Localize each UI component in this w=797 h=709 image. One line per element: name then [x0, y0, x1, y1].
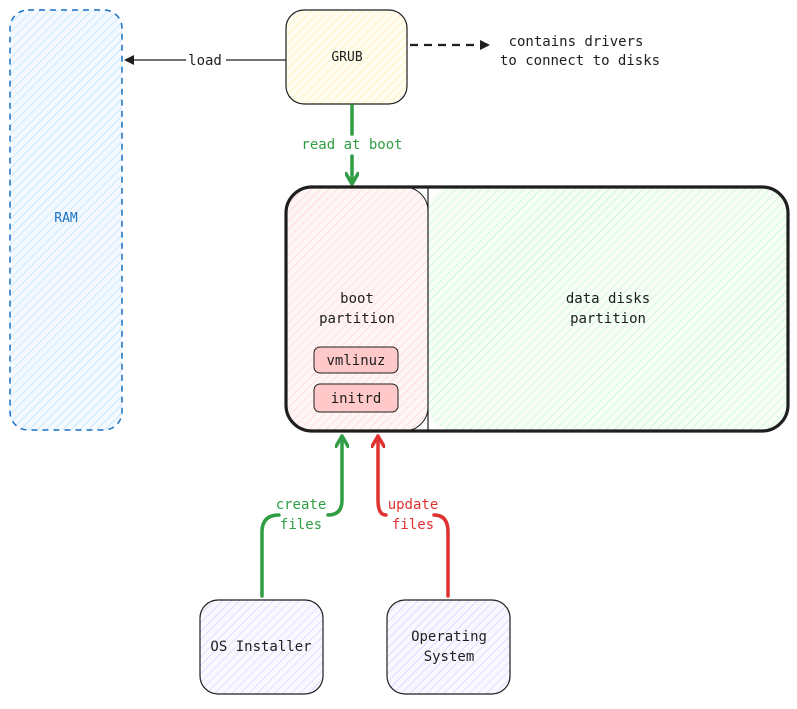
read-at-boot-label: read at boot — [301, 137, 402, 153]
os-installer-node: OS Installer — [199, 599, 324, 695]
data-partition-line2: partition — [570, 311, 646, 327]
grub-note-arrow: contains drivers to connect to disks — [410, 34, 660, 69]
data-partition: data disks partition — [566, 291, 650, 327]
load-arrow: load — [124, 53, 286, 69]
read-at-boot-arrow: read at boot — [301, 104, 403, 182]
create-files-line1: create — [276, 497, 327, 513]
ram-label: RAM — [54, 211, 78, 226]
os-installer-label: OS Installer — [210, 639, 311, 655]
update-files-arrow: update files — [378, 438, 450, 598]
operating-system-node: Operating System — [386, 599, 511, 695]
initrd-label: initrd — [331, 391, 382, 407]
data-partition-line1: data disks — [566, 291, 650, 307]
vmlinuz-file: vmlinuz — [313, 346, 399, 374]
boot-partition: boot partition — [319, 291, 395, 327]
boot-partition-line2: partition — [319, 311, 395, 327]
grub-label: GRUB — [331, 50, 362, 65]
ram-node: RAM — [9, 9, 123, 431]
initrd-file: initrd — [313, 383, 399, 413]
create-files-line2: files — [280, 517, 322, 533]
update-files-line2: files — [392, 517, 434, 533]
grub-note-line1: contains drivers — [509, 34, 644, 50]
load-label: load — [188, 53, 222, 69]
update-files-line1: update — [388, 497, 439, 513]
grub-node: GRUB — [285, 9, 408, 105]
operating-system-line2: System — [424, 649, 475, 665]
create-files-arrow: create files — [260, 438, 342, 598]
operating-system-line1: Operating — [411, 629, 487, 645]
grub-note-line2: to connect to disks — [500, 53, 660, 69]
boot-partition-line1: boot — [340, 291, 374, 307]
vmlinuz-label: vmlinuz — [326, 353, 385, 369]
